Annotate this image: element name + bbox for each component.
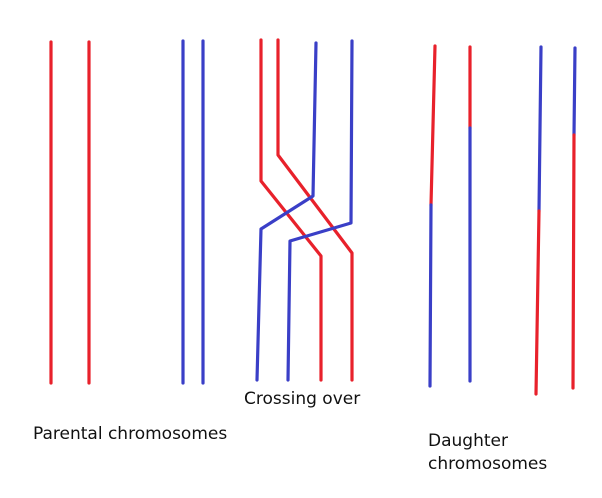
daughter-label-line-1: Daughter xyxy=(428,431,508,451)
daughter-chromosomes-label: Daughter chromosomes xyxy=(428,430,547,476)
daughter-3-red-segment xyxy=(534,209,541,396)
daughter-label-line-2: chromosomes xyxy=(428,453,548,474)
crossing-blue-chromatid-2 xyxy=(286,39,354,382)
parental-chromosomes-label: Parental chromosomes xyxy=(33,424,228,444)
daughter-4-blue-segment xyxy=(572,46,577,137)
daughter-1-blue-segment xyxy=(428,203,433,388)
daughter-3-blue-segment xyxy=(537,45,543,213)
daughter-4-red-segment xyxy=(571,133,576,390)
crossing-blue-chromatid-1 xyxy=(255,41,318,382)
crossing-over-label: Crossing over xyxy=(244,389,361,409)
daughter-1-red-segment xyxy=(429,44,437,207)
crossing-red-chromatid-1 xyxy=(259,38,323,382)
crossing-red-chromatid-2 xyxy=(276,38,354,382)
